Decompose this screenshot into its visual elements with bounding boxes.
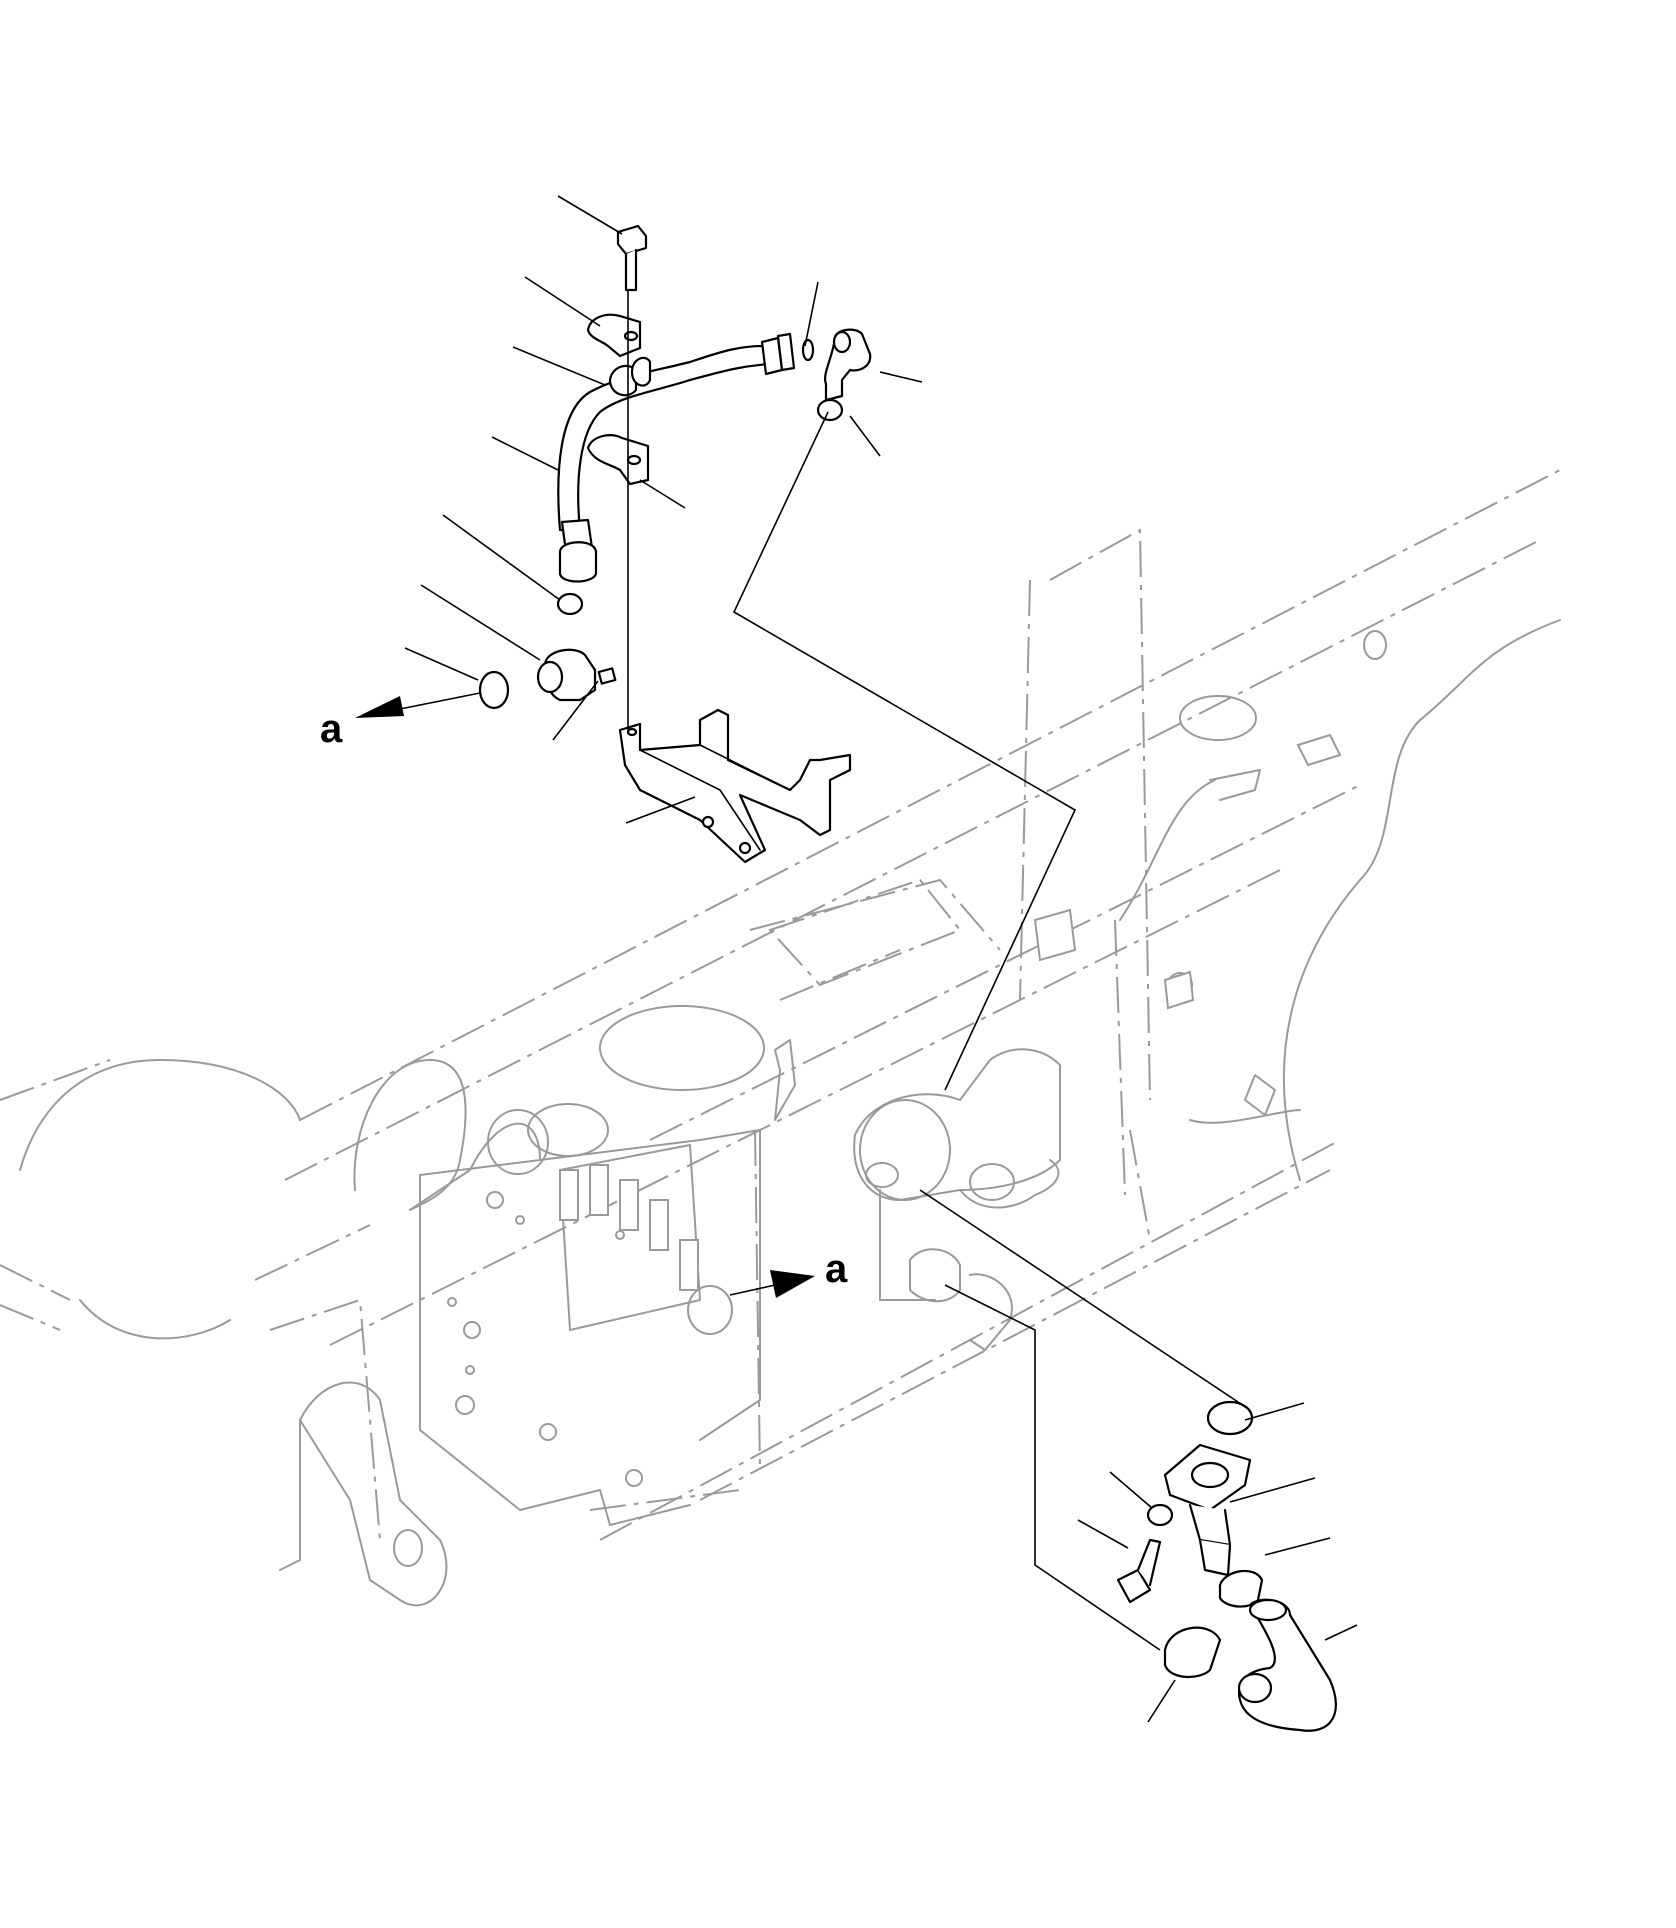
- leader-lines: [404, 195, 1358, 1723]
- background-frame-assembly: [0, 469, 1561, 1607]
- elbow-fitting: [824, 328, 872, 402]
- callout-label-a-upper: a: [320, 707, 343, 751]
- lower-clamp-half: [586, 434, 650, 486]
- flange-fitting: [1163, 1443, 1252, 1577]
- banjo-bolt: [1116, 1538, 1162, 1604]
- hydraulic-line-parts: a a: [320, 195, 1358, 1732]
- o-ring-upper: [556, 592, 584, 616]
- callout-label-a-lower: a: [825, 1247, 848, 1291]
- mounting-bracket: [618, 708, 852, 864]
- arrow-callout-lower: [729, 1270, 815, 1298]
- washer: [1146, 1503, 1174, 1527]
- o-ring-adapter: [478, 670, 510, 710]
- upper-clamp-half: [586, 313, 642, 358]
- suction-hose: [1237, 1598, 1337, 1732]
- o-ring-elbow-lower: [816, 398, 844, 422]
- tee-adapter: [536, 648, 617, 702]
- o-ring-elbow: [801, 338, 815, 362]
- hydraulic-hose: [557, 332, 796, 583]
- arrow-callout-upper: [355, 692, 481, 718]
- hex-bolt: [616, 224, 648, 292]
- hose-clamp-large: [1163, 1626, 1222, 1678]
